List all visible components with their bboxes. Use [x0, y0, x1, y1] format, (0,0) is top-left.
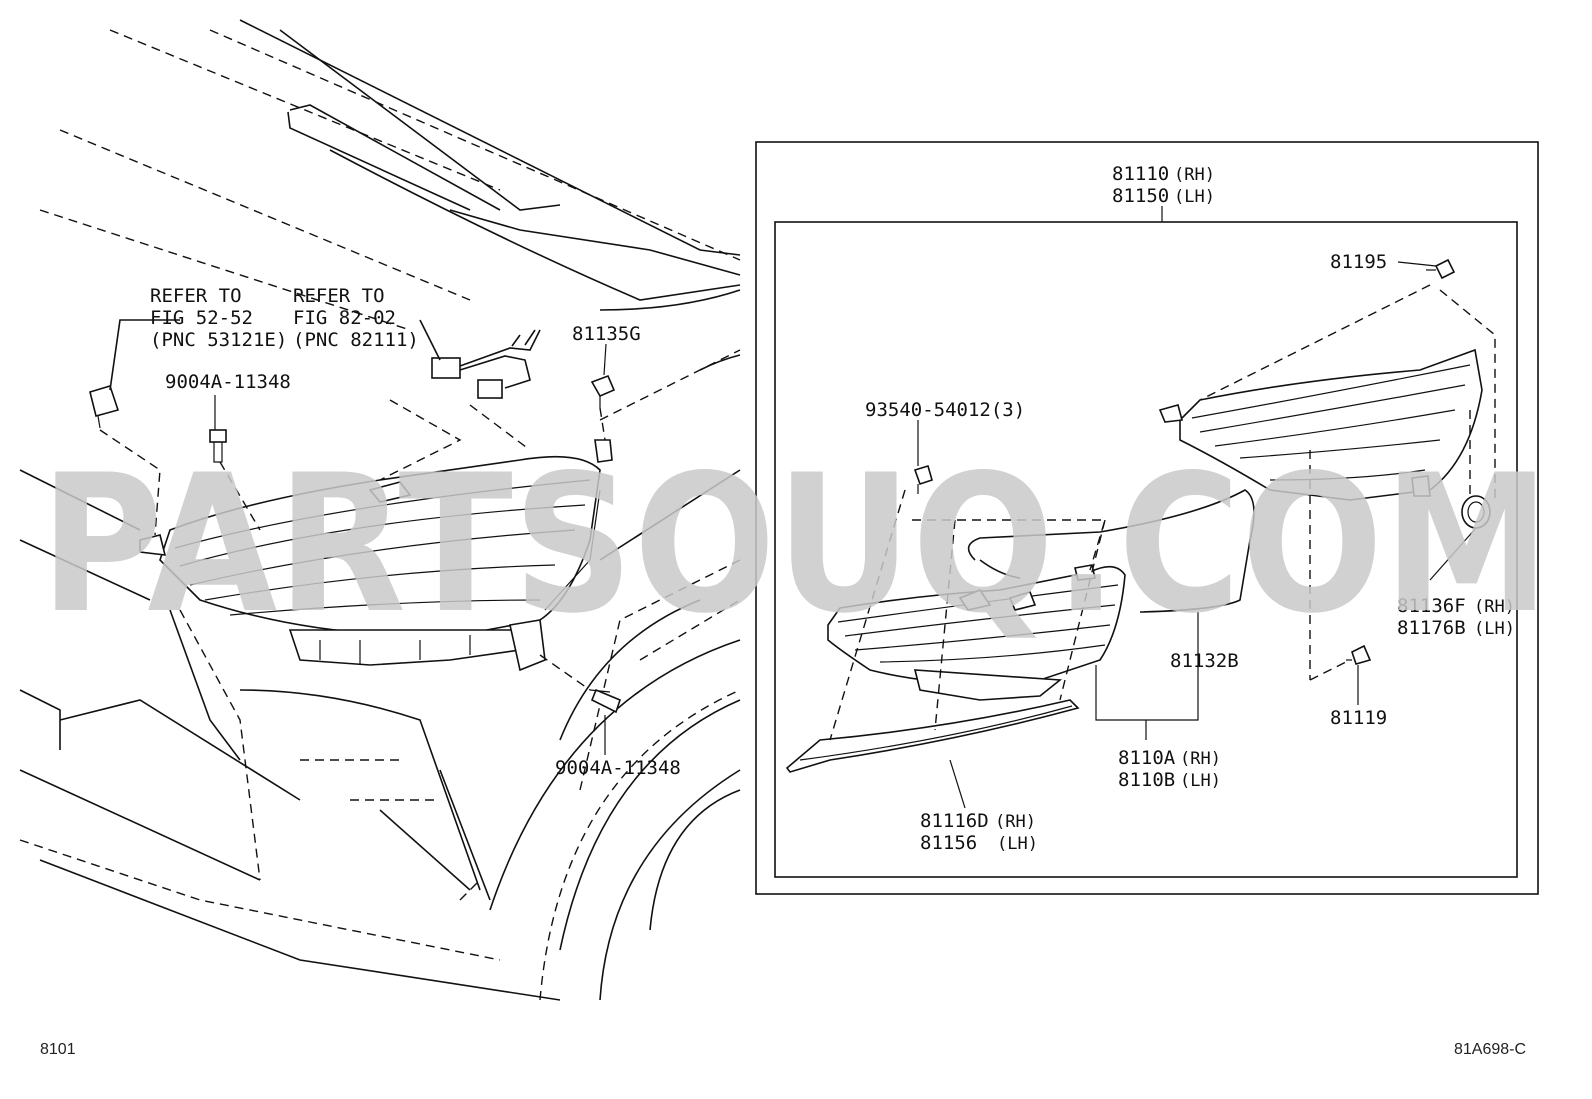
clip-top-left [89, 385, 120, 429]
label-bulb: 93540-54012(3) [865, 399, 1025, 421]
screw-81119 [1346, 644, 1372, 665]
label-unit: 8110A (RH) 8110B (LH) [1118, 747, 1221, 791]
label-cap-rh-side: (RH) [1474, 597, 1515, 617]
label-assembly: 81110 (RH) 81150 (LH) [1112, 163, 1215, 207]
label-bolt-bottom: 9004A-11348 [555, 757, 681, 779]
leader-lines-right [829, 261, 1496, 809]
inner-frame [774, 221, 1518, 878]
refer-left-line-1: REFER TO [150, 285, 242, 307]
label-assy-lh: 81150 [1112, 185, 1169, 207]
refer-left-block: REFER TO FIG 52-52 (PNC 53121E) [150, 285, 287, 351]
vehicle-body-outline [19, 19, 741, 1001]
label-cap-lh-side: (LH) [1474, 619, 1515, 639]
leader-lines-left [99, 319, 607, 755]
cap-81136f [1461, 495, 1491, 529]
refer-right-line-3: (PNC 82111) [293, 329, 419, 351]
label-trim-rh: 81116D [920, 810, 989, 832]
trim-strip [785, 699, 1080, 773]
label-cap-lh: 81176B [1397, 617, 1466, 639]
clip-81135g [590, 374, 616, 408]
label-trim-lh: 81156 [920, 832, 977, 854]
label-bolt-top: 9004A-11348 [165, 371, 291, 393]
connector-harness [431, 329, 541, 399]
label-assy-rh-side: (RH) [1174, 165, 1215, 185]
wire-harness [967, 489, 1255, 613]
bolt-top [209, 429, 227, 463]
label-cap-rh: 81136F [1397, 595, 1466, 617]
headlamp-housing-exploded [1158, 348, 1483, 501]
refer-right-block: REFER TO FIG 82-02 (PNC 82111) [293, 285, 419, 351]
refer-right-line-2: FIG 82-02 [293, 307, 396, 329]
label-screw-81195: 81195 [1330, 251, 1387, 273]
label-screw-81119: 81119 [1330, 707, 1387, 729]
screw-81195 [1426, 258, 1456, 280]
refer-right-line-1: REFER TO [293, 285, 385, 307]
footer-figure-number: 8101 [40, 1041, 76, 1058]
label-unit-lh-side: (LH) [1180, 771, 1221, 791]
footer-illustration-code: 81A698-C [1454, 1041, 1526, 1058]
label-wire-81132b: 81132B [1170, 650, 1239, 672]
label-trim: 81116D (RH) 81156 (LH) [920, 810, 1038, 854]
label-unit-rh-side: (RH) [1180, 749, 1221, 769]
label-unit-rh: 8110A [1118, 747, 1176, 769]
label-assy-rh: 81110 [1112, 163, 1169, 185]
label-cap: 81136F (RH) 81176B (LH) [1397, 595, 1515, 639]
refer-left-line-2: FIG 52-52 [150, 307, 253, 329]
label-trim-lh-side: (LH) [997, 834, 1038, 854]
label-unit-lh: 8110B [1118, 769, 1175, 791]
outer-frame [755, 141, 1539, 895]
headlamp-assembly-left-view [139, 439, 613, 672]
label-trim-rh-side: (RH) [995, 812, 1036, 832]
bolt-bottom [589, 688, 621, 714]
headlamp-unit-exploded [827, 564, 1126, 701]
bulb-socket [913, 464, 933, 494]
label-clip-81135g: 81135G [572, 323, 641, 345]
refer-left-line-3: (PNC 53121E) [150, 329, 287, 351]
watermark: PARTSOUQ.COM [40, 434, 1550, 655]
label-assy-lh-side: (LH) [1174, 187, 1215, 207]
